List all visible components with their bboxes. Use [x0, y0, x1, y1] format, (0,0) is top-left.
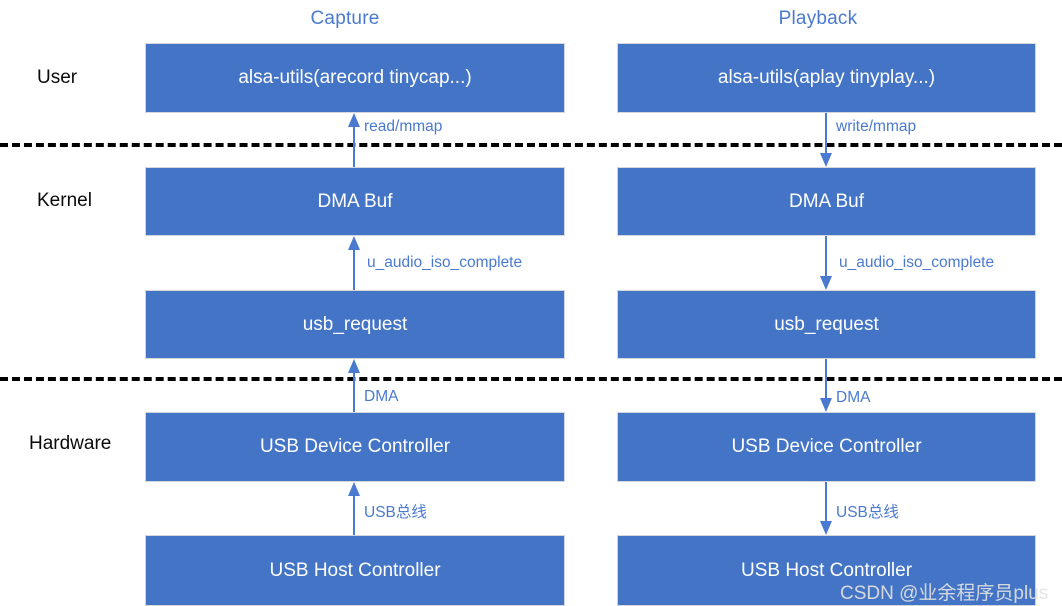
column-title-playback: Playback [778, 8, 858, 29]
separator-kernel-hardware [0, 377, 1062, 381]
arrow-label-capture-read-mmap: read/mmap [364, 118, 443, 135]
layer-label-user: User [37, 67, 78, 88]
arrow-capture-read-mmap [345, 113, 363, 167]
arrow-label-capture-usb-bus: USB总线 [364, 504, 427, 521]
arrow-label-playback-dma: DMA [836, 389, 871, 406]
arrow-capture-iso-complete [345, 236, 363, 290]
box-capture-userspace[interactable]: alsa-utils(arecord tinycap...) [145, 43, 565, 113]
arrow-playback-write-mmap [817, 113, 835, 167]
arrow-capture-dma [345, 359, 363, 412]
box-playback-udc[interactable]: USB Device Controller [617, 412, 1036, 482]
separator-user-kernel [0, 143, 1062, 147]
box-playback-userspace[interactable]: alsa-utils(aplay tinyplay...) [617, 43, 1036, 113]
column-title-capture: Capture [310, 8, 380, 29]
arrow-capture-usb-bus [345, 482, 363, 535]
arrow-label-playback-write-mmap: write/mmap [836, 118, 917, 135]
box-playback-dma-buf[interactable]: DMA Buf [617, 167, 1036, 236]
arrow-playback-usb-bus [817, 482, 835, 535]
arrow-playback-dma [817, 359, 835, 412]
box-capture-udc[interactable]: USB Device Controller [145, 412, 565, 482]
watermark: CSDN @业余程序员plus [840, 583, 1049, 604]
arrow-label-capture-dma: DMA [364, 388, 399, 405]
box-capture-host[interactable]: USB Host Controller [145, 535, 565, 606]
arrow-label-capture-iso-complete: u_audio_iso_complete [367, 254, 523, 271]
arrow-playback-iso-complete [817, 236, 835, 290]
layer-label-kernel: Kernel [37, 190, 92, 211]
layer-label-hardware: Hardware [29, 433, 112, 454]
box-capture-usb-request[interactable]: usb_request [145, 290, 565, 359]
box-playback-host[interactable]: USB Host Controller [617, 535, 1036, 606]
box-playback-usb-request[interactable]: usb_request [617, 290, 1036, 359]
arrow-label-playback-iso-complete: u_audio_iso_complete [839, 254, 995, 271]
arrow-label-playback-usb-bus: USB总线 [836, 504, 899, 521]
box-capture-dma-buf[interactable]: DMA Buf [145, 167, 565, 236]
